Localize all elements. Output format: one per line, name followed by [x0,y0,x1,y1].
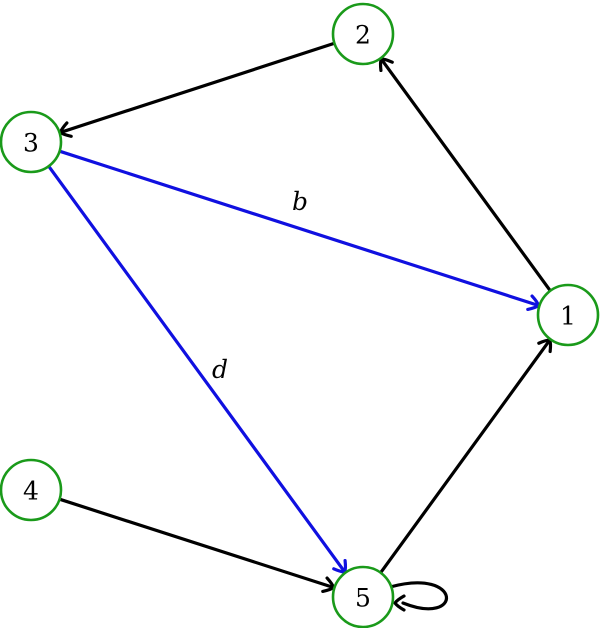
node-3[interactable]: 3 [0,110,63,174]
node-4[interactable]: 4 [0,458,63,522]
edge-line [60,41,337,134]
node-label: 1 [560,302,576,331]
edge-5-to-5[interactable] [388,581,449,612]
edge-line [380,59,552,293]
edge-4-to-5[interactable] [57,497,336,593]
edges-layer: bd [47,41,553,612]
node-label: 2 [355,21,371,50]
edge-line [47,164,346,572]
node-circle [0,458,63,522]
node-label: 4 [23,477,39,506]
edge-3-to-5[interactable]: d [47,164,348,574]
node-label: 3 [23,129,39,158]
node-label: 5 [355,584,371,613]
edge-2-to-3[interactable] [58,41,337,138]
node-circle [536,283,600,347]
edge-3-to-1[interactable]: b [57,149,541,311]
node-circle [331,2,395,66]
node-5[interactable]: 5 [331,565,395,628]
edge-1-to-2[interactable] [378,57,552,293]
edge-line [57,497,334,589]
self-loop-line [388,581,449,611]
node-circle [0,110,63,174]
edge-label-d: d [212,355,228,384]
node-1[interactable]: 1 [536,283,600,347]
edge-line [379,340,551,575]
node-2[interactable]: 2 [331,2,395,66]
edge-5-to-1[interactable] [379,338,553,575]
edge-line [57,149,539,307]
node-circle [331,565,395,628]
edge-label-b: b [292,187,308,216]
arrowhead-icon [393,594,406,612]
